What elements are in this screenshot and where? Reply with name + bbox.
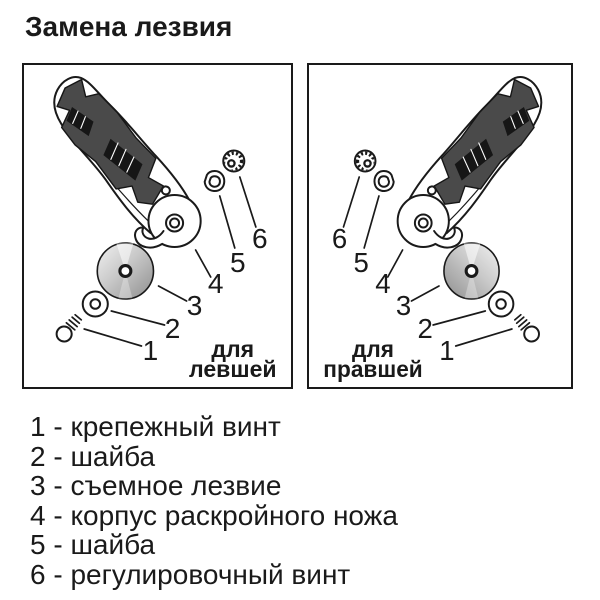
legend-item-2: 2 - шайба bbox=[30, 440, 156, 472]
callout-number-5: 5 bbox=[230, 247, 246, 278]
panel-left-handed: 1 2 3 4 5 6 для левшей bbox=[22, 63, 293, 389]
callout-number-5: 5 bbox=[354, 247, 369, 278]
adjusting-screw bbox=[353, 149, 377, 173]
legend-item-6: 6 - регулировочный винт bbox=[30, 558, 351, 590]
cutter-body-illustration bbox=[396, 76, 543, 249]
callout-number-4: 4 bbox=[208, 268, 224, 299]
exploded-view-right: 1 2 3 4 5 6 для правшей bbox=[323, 76, 543, 382]
legend-item-3: 3 - съемное лезвие bbox=[30, 470, 282, 502]
legend-item-5: 5 - шайба bbox=[30, 529, 156, 561]
callout-number-2: 2 bbox=[165, 313, 181, 344]
adjusting-screw bbox=[222, 149, 246, 173]
callout-number-1: 1 bbox=[439, 335, 454, 366]
caption-left-line1: для bbox=[211, 336, 254, 362]
pivot-hole bbox=[160, 185, 171, 196]
caption-right-line1: для bbox=[352, 336, 394, 362]
grip-texture-upper bbox=[66, 107, 94, 137]
callout-number-3: 3 bbox=[396, 290, 411, 321]
legend-item-4: 4 - корпус раскройного ножа bbox=[30, 499, 398, 531]
fastening-screw bbox=[55, 313, 83, 343]
legend-item-1: 1 - крепежный винт bbox=[30, 411, 281, 442]
washer-flat bbox=[487, 290, 515, 318]
grip-texture-lower bbox=[454, 138, 494, 181]
leader-lines bbox=[83, 176, 257, 347]
grip-texture-upper bbox=[502, 107, 530, 137]
callout-number-1: 1 bbox=[143, 335, 159, 366]
cutter-body-illustration bbox=[53, 76, 202, 249]
callouts: 1 2 3 4 5 6 bbox=[143, 223, 268, 366]
fastening-screw bbox=[513, 313, 540, 343]
exploded-view-left: 1 2 3 4 5 6 для левшей bbox=[53, 76, 277, 382]
washer-flat bbox=[81, 290, 109, 318]
blade-disc bbox=[96, 242, 155, 300]
caption-right-line2: правшей bbox=[323, 356, 422, 382]
callouts: 1 2 3 4 5 6 bbox=[332, 223, 455, 366]
callout-number-2: 2 bbox=[418, 313, 433, 344]
washer-d-shaped bbox=[203, 169, 226, 193]
knife-scene-mirrored bbox=[342, 76, 543, 347]
blade-disc bbox=[443, 242, 500, 300]
leader-lines bbox=[342, 176, 513, 347]
callout-number-4: 4 bbox=[375, 268, 390, 299]
washer-d-shaped bbox=[373, 169, 395, 193]
axle-ring-inner bbox=[417, 217, 429, 229]
page-title: Замена лезвия bbox=[25, 11, 233, 42]
grip-texture-lower bbox=[103, 138, 143, 181]
caption-left-line2: левшей bbox=[189, 356, 277, 382]
axle-ring-inner bbox=[169, 217, 181, 229]
panel-right-handed: 1 2 3 4 5 6 для правшей bbox=[307, 63, 573, 389]
callout-number-3: 3 bbox=[187, 290, 203, 321]
pivot-hole bbox=[426, 185, 437, 196]
knife-scene bbox=[53, 76, 257, 347]
callout-number-6: 6 bbox=[332, 223, 347, 254]
callout-number-6: 6 bbox=[252, 223, 268, 254]
parts-legend: 1 - крепежный винт 2 - шайба 3 - съемное… bbox=[30, 412, 398, 590]
